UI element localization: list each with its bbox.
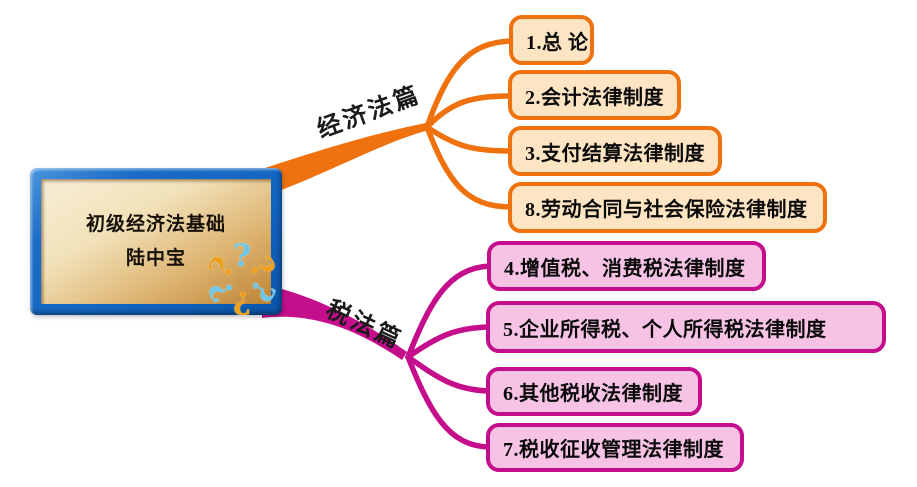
- curve-to-topic-3: [424, 124, 514, 154]
- branch-economic-trunk: [262, 123, 429, 197]
- curve-to-topic-2: [424, 93, 514, 130]
- central-topic-panel: 初级经济法基础 陆中宝: [41, 179, 271, 304]
- central-topic-subtitle: 陆中宝: [125, 247, 186, 269]
- topic-label: 5.企业所得税、个人所得税法律制度: [503, 318, 827, 341]
- curve-to-topic-7: [405, 354, 492, 450]
- question-marks-cluster-icon: ? ? ? ? ? ?: [201, 238, 283, 320]
- topic-label: 3.支付结算法律制度: [525, 142, 705, 165]
- curve-to-topic-5: [405, 324, 492, 360]
- topic-label: 2.会计法律制度: [525, 86, 664, 109]
- topic-node-3-payment-settlement[interactable]: 3.支付结算法律制度: [508, 126, 722, 176]
- topic-node-7-tax-collection-admin[interactable]: 7.税收征收管理法律制度: [486, 423, 744, 472]
- branch-tax-trunk: [262, 284, 407, 360]
- curve-to-topic-4: [405, 263, 493, 360]
- topic-label: 7.税收征收管理法律制度: [503, 439, 724, 461]
- topic-node-8-labor-social-insurance[interactable]: 8.劳动合同与社会保险法律制度: [508, 182, 827, 233]
- topic-node-2-accounting-law[interactable]: 2.会计法律制度: [508, 70, 681, 120]
- topic-label: 4.增值税、消费税法律制度: [504, 257, 746, 280]
- topic-node-5-income-tax[interactable]: 5.企业所得税、个人所得税法律制度: [486, 301, 886, 353]
- curve-to-topic-6: [405, 354, 492, 394]
- topic-node-4-vat-consumption-tax[interactable]: 4.增值税、消费税法律制度: [487, 241, 766, 291]
- topic-node-6-other-taxes[interactable]: 6.其他税收法律制度: [486, 367, 702, 416]
- curve-to-topic-1: [424, 38, 515, 130]
- central-topic-node[interactable]: 初级经济法基础 陆中宝: [30, 168, 282, 315]
- topic-node-1-general[interactable]: 1.总 论: [509, 15, 594, 65]
- topic-label: 8.劳动合同与社会保险法律制度: [525, 199, 808, 221]
- topic-label: 6.其他税收法律制度: [503, 383, 683, 405]
- topic-label: 1.总 论: [526, 31, 589, 54]
- curve-to-topic-8: [424, 124, 514, 210]
- central-topic-title: 初级经济法基础: [85, 214, 226, 236]
